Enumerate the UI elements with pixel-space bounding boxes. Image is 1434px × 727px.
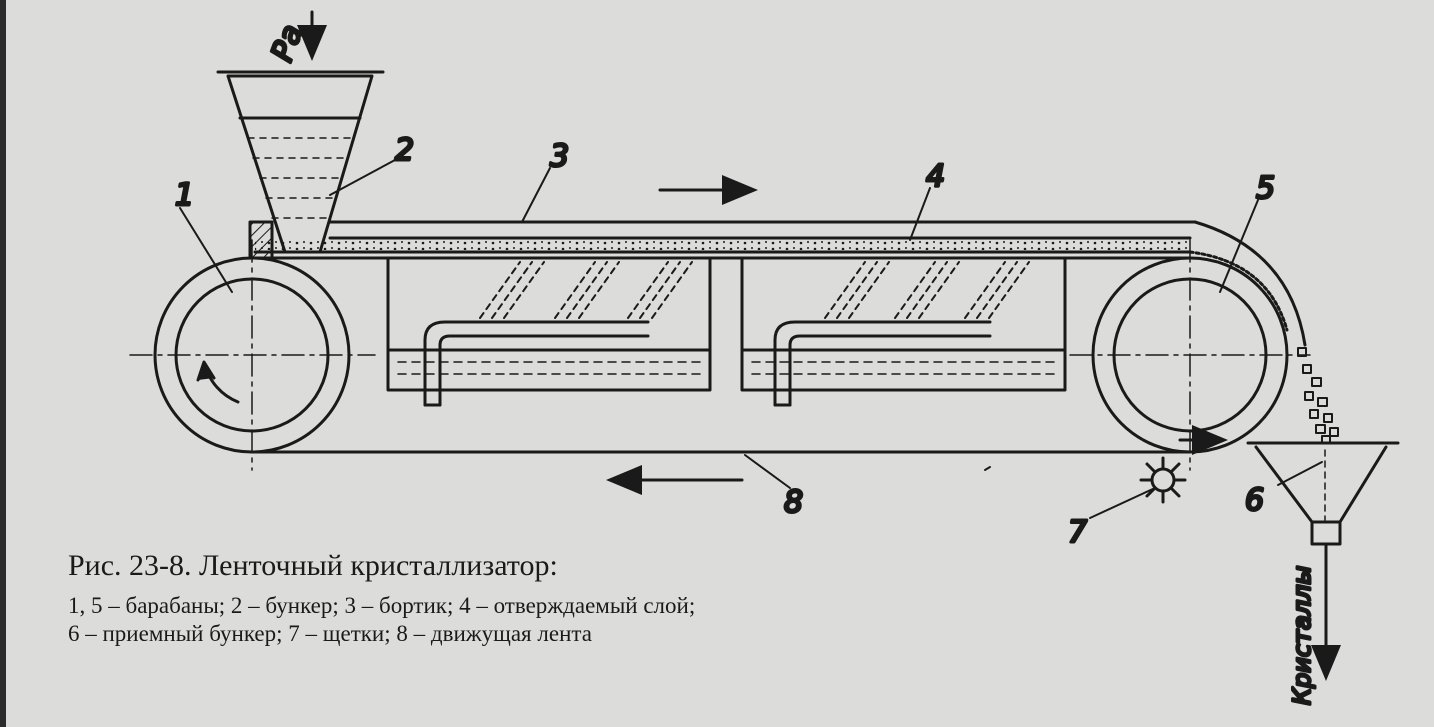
brush — [1139, 456, 1187, 504]
scan-edge — [0, 0, 6, 727]
solidified-layer — [255, 241, 1190, 250]
label-drum-left: 1 — [175, 178, 194, 213]
falling-crystals — [1297, 347, 1339, 444]
caption-legend-line2: 6 – приемный бункер; 7 – щетки; 8 – движ… — [68, 621, 592, 646]
label-belt: 8 — [784, 485, 803, 520]
label-brushes: 7 — [1068, 515, 1087, 550]
spray-jets-right — [824, 261, 1030, 319]
drum-right — [1069, 239, 1311, 471]
drum-left — [129, 239, 376, 471]
caption-title: Рис. 23-8. Ленточный кристаллизатор: — [68, 549, 558, 582]
label-receiver: 6 — [1245, 483, 1264, 518]
label-rim: 3 — [550, 139, 569, 174]
spray-jets-left — [479, 261, 693, 319]
rim-block — [248, 220, 274, 260]
label-feed: Pa — [265, 20, 310, 66]
figure-caption: Рис. 23-8. Ленточный кристаллизатор: 1, … — [68, 548, 1068, 648]
receiving-hopper — [1246, 441, 1400, 681]
belt-top — [253, 220, 1307, 347]
hopper — [216, 10, 385, 254]
caption-legend: 1, 5 – барабаны; 2 – бункер; 3 – бортик;… — [68, 592, 1068, 648]
cooling-tank-left — [386, 256, 712, 407]
label-hopper: 2 — [395, 133, 414, 168]
cooling-tank-right — [740, 256, 1067, 407]
label-layer: 4 — [926, 159, 945, 194]
label-output: Кристаллы — [1288, 566, 1316, 705]
caption-legend-line1: 1, 5 – барабаны; 2 – бункер; 3 – бортик;… — [68, 593, 696, 618]
label-drum-right: 5 — [1256, 171, 1275, 206]
